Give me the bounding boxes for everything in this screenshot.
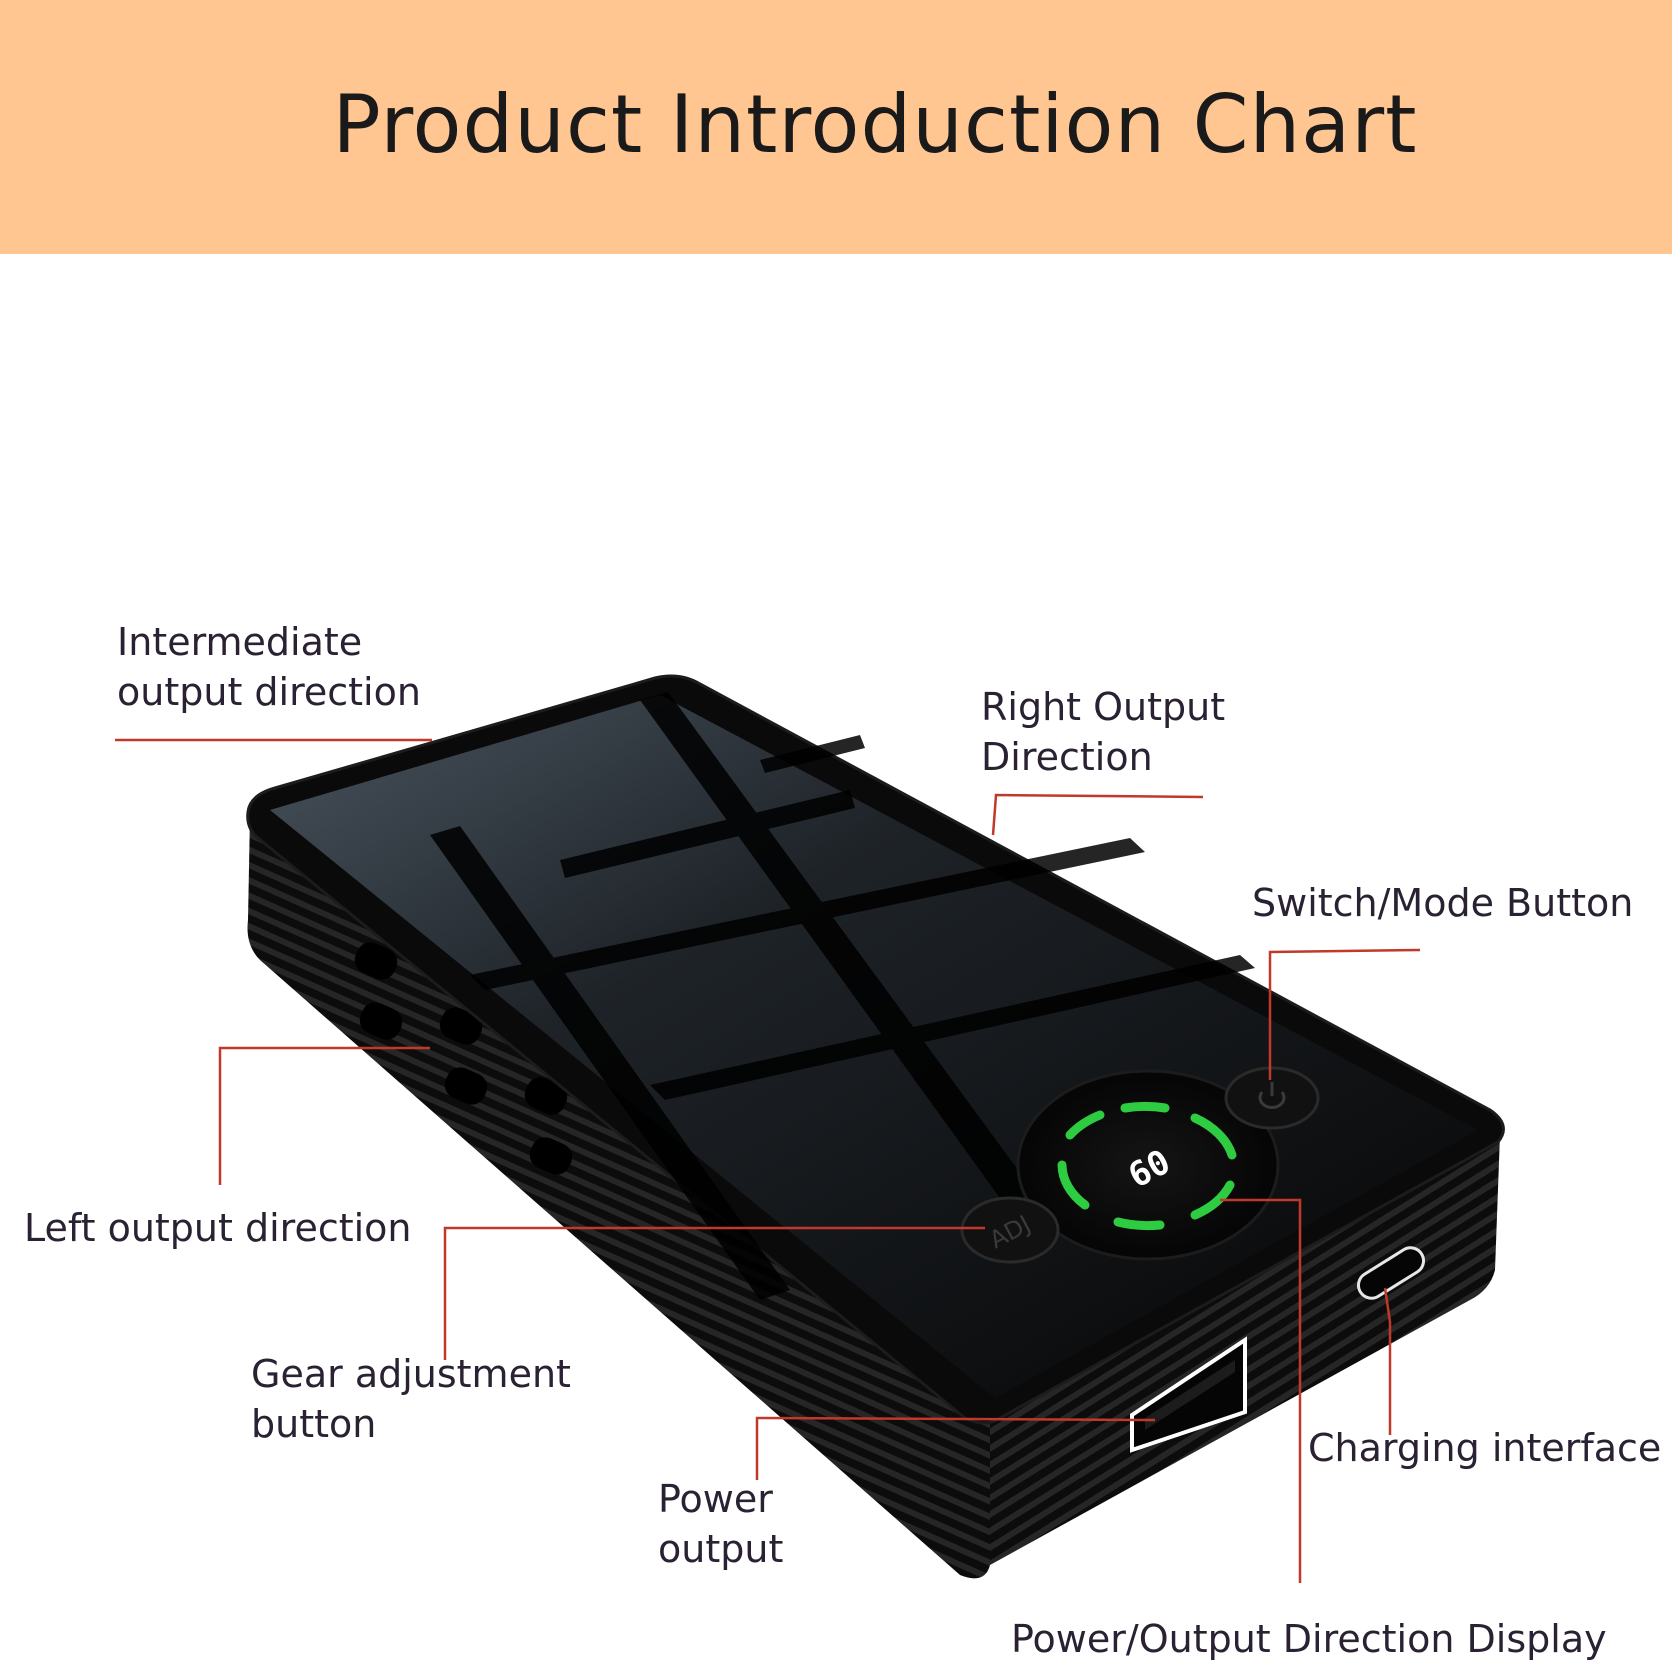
header-banner: Product Introduction Chart (0, 0, 1672, 254)
label-power-output: Power output (658, 1477, 784, 1571)
glass-reflections (430, 692, 1255, 1300)
power-output-display: 60 (1016, 1069, 1280, 1261)
label-display: Power/Output Direction Display (1011, 1617, 1607, 1661)
label-intermediate-output: Intermediate output direction (117, 620, 421, 714)
label-left-output: Left output direction (24, 1206, 412, 1250)
label-gear-adjustment: Gear adjustment button (251, 1352, 571, 1446)
adj-button[interactable]: ADJ (960, 1196, 1060, 1264)
page-title: Product Introduction Chart (332, 78, 1418, 171)
usb-a-port (1130, 1336, 1247, 1453)
device-left-side (247, 815, 990, 1579)
usb-c-port (1356, 1246, 1426, 1300)
switch-mode-button[interactable] (1224, 1066, 1320, 1130)
label-switch-mode: Switch/Mode Button (1252, 881, 1634, 925)
power-icon (1258, 1082, 1286, 1110)
vent-slots (354, 942, 573, 1175)
label-right-output: Right Output Direction (981, 685, 1226, 779)
label-charging-interface: Charging interface (1308, 1426, 1662, 1470)
leader-lines (115, 738, 1421, 1583)
